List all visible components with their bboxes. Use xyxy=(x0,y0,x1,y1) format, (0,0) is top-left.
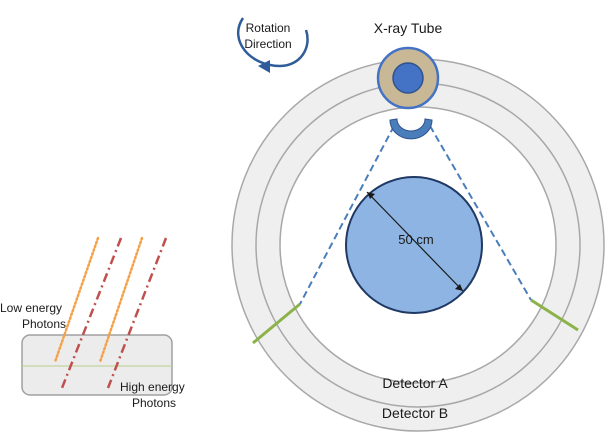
low-energy-photon-2 xyxy=(98,236,144,364)
detector-edge-right xyxy=(530,298,579,332)
diameter-arrowhead-bottom xyxy=(455,284,463,291)
low-energy-label-line1: Low energy xyxy=(0,301,62,315)
detector-b-label: Detector B xyxy=(382,405,448,421)
detector-a-label: Detector A xyxy=(382,375,448,391)
phantom-circle xyxy=(345,176,483,314)
high-energy-photon-2 xyxy=(106,237,168,389)
high-energy-label-line2: Photons xyxy=(132,396,176,410)
rotation-arrow-path xyxy=(236,17,309,68)
high-energy-label-line1: High energy xyxy=(120,380,185,394)
beam-right-edge xyxy=(429,125,532,301)
diameter-line xyxy=(366,191,464,292)
collimator-arc xyxy=(389,118,433,140)
rotation-label-line2: Direction xyxy=(244,37,291,51)
rotation-arrowhead-icon xyxy=(258,60,270,73)
rotation-label-line1: Rotation xyxy=(246,21,291,35)
diameter-arrowhead-top xyxy=(367,192,375,199)
low-energy-photon-1 xyxy=(53,236,100,364)
beam-left-edge xyxy=(299,125,395,305)
xray-tube-label: X-ray Tube xyxy=(374,20,443,36)
xray-tube-anode xyxy=(392,62,424,94)
low-energy-label-line2: Photons xyxy=(22,317,66,331)
detector-edge-left xyxy=(252,302,301,345)
high-energy-photon-1 xyxy=(60,237,123,389)
diameter-label: 50 cm xyxy=(398,232,433,247)
